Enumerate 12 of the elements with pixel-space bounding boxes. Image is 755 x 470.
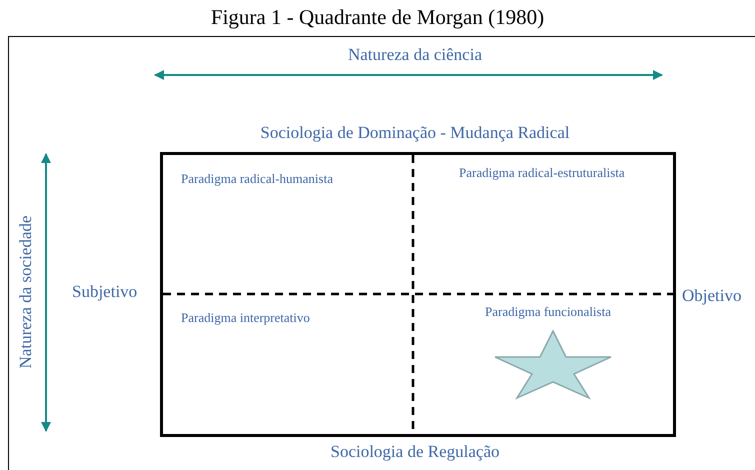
- axis-label: Natureza da sociedade: [15, 214, 36, 370]
- quadrant-label: Paradigma interpretativo: [181, 310, 310, 325]
- axis-label: Sociologia de Dominação - Mudança Radical: [259, 122, 571, 144]
- axis-label: Natureza da ciência: [346, 44, 484, 66]
- quadrant-label: Paradigma radical-estruturalista: [459, 165, 625, 180]
- quadrant-matrix-box: [160, 152, 676, 437]
- axis-label: Objetivo: [682, 285, 742, 307]
- axis-label: Subjetivo: [72, 281, 138, 303]
- quadrant-label: Paradigma radical-humanista: [181, 171, 333, 186]
- diagram-title: Figura 1 - Quadrante de Morgan (1980): [210, 4, 546, 30]
- axis-label: Sociologia de Regulação: [329, 441, 500, 463]
- quadrant-label: Paradigma funcionalista: [485, 304, 611, 319]
